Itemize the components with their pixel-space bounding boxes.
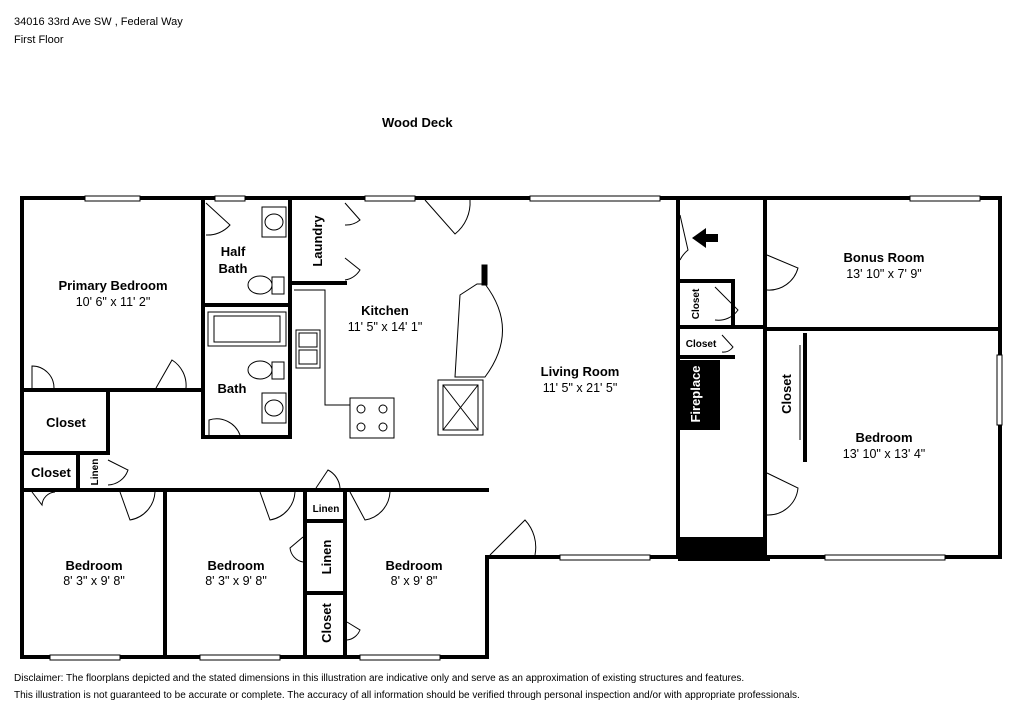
- door-arc: [289, 536, 304, 563]
- door-arc: [489, 519, 537, 556]
- door-arc: [155, 359, 187, 389]
- door-arc: [344, 257, 361, 281]
- closet-stair-2-label: Closet: [686, 339, 717, 350]
- door-arc: [315, 469, 341, 489]
- bath-label: Bath: [218, 381, 247, 396]
- door-arc: [679, 214, 689, 261]
- bonus-room-dims: 13' 10" x 7' 9": [846, 267, 922, 281]
- closet-stair-label: Closet: [691, 288, 702, 319]
- bedroom-right-label: Bedroom: [855, 430, 912, 445]
- living-room-label: Living Room: [541, 364, 620, 379]
- door-arc: [766, 254, 799, 291]
- primary-bedroom-label: Primary Bedroom: [58, 278, 167, 293]
- kitchen-dims: 11' 5" x 14' 1": [348, 320, 423, 334]
- island-counter: [454, 283, 503, 378]
- door-arc: [721, 334, 734, 353]
- bedroom-right-dims: 13' 10" x 13' 4": [843, 447, 925, 461]
- fireplace-label: Fireplace: [688, 365, 703, 422]
- living-room-dims: 11' 5" x 21' 5": [543, 381, 618, 395]
- half-bath-label-1: Half: [221, 244, 246, 259]
- disclaimer-line-1: Disclaimer: The floorplans depicted and …: [14, 673, 745, 684]
- wood-deck-label: Wood Deck: [382, 115, 453, 130]
- floor-label: First Floor: [14, 34, 64, 46]
- door-arc: [119, 491, 156, 521]
- door-arc: [349, 491, 391, 521]
- bedroom-2-dims: 8' 3" x 9' 8": [205, 574, 267, 588]
- door-arc: [714, 286, 739, 321]
- closet-bottom-label: Closet: [319, 602, 334, 642]
- kitchen-label: Kitchen: [361, 303, 409, 318]
- door-arc: [346, 621, 361, 641]
- door-arc: [344, 202, 361, 226]
- linen-small-label: Linen: [313, 504, 340, 515]
- hearth-block: [680, 537, 767, 559]
- address-text: 34016 33rd Ave SW , Federal Way: [14, 16, 183, 28]
- disclaimer-line-2: This illustration is not guaranteed to b…: [14, 690, 800, 701]
- bedroom-3-dims: 8' x 9' 8": [391, 574, 438, 588]
- door-arc: [107, 459, 129, 486]
- door-arc: [766, 472, 799, 516]
- bedroom-1-dims: 8' 3" x 9' 8": [63, 574, 125, 588]
- closet-left-label: Closet: [46, 415, 86, 430]
- closet-left-lower-label: Closet: [31, 465, 71, 480]
- laundry-label: Laundry: [310, 215, 325, 267]
- primary-bedroom-dims: 10' 6" x 11' 2": [76, 295, 151, 309]
- door-arc: [424, 199, 471, 235]
- toilet-icon: [247, 275, 273, 295]
- bedroom-1-label: Bedroom: [65, 558, 122, 573]
- room-labels: Primary Bedroom 10' 6" x 11' 2" Half Bat…: [31, 215, 925, 643]
- door-arc: [31, 491, 56, 507]
- doors: [31, 199, 801, 641]
- half-bath-label-2: Bath: [219, 261, 248, 276]
- closet-right-bedroom-label: Closet: [779, 373, 794, 413]
- stove-icon: [349, 397, 395, 439]
- door-arc: [205, 202, 231, 236]
- door-arc: [259, 491, 296, 521]
- bonus-room-label: Bonus Room: [844, 250, 925, 265]
- toilet-icon: [247, 360, 273, 380]
- linen-hall-label: Linen: [90, 459, 101, 486]
- linen-mid-label: Linen: [319, 540, 334, 575]
- fixtures: [207, 206, 503, 439]
- bedroom-3-label: Bedroom: [385, 558, 442, 573]
- door-arc: [31, 365, 55, 389]
- windows: [49, 195, 1003, 661]
- bedroom-2-label: Bedroom: [207, 558, 264, 573]
- entry-arrow-icon: [692, 228, 718, 248]
- fireplace-block: [680, 360, 720, 430]
- door-arc: [208, 418, 241, 436]
